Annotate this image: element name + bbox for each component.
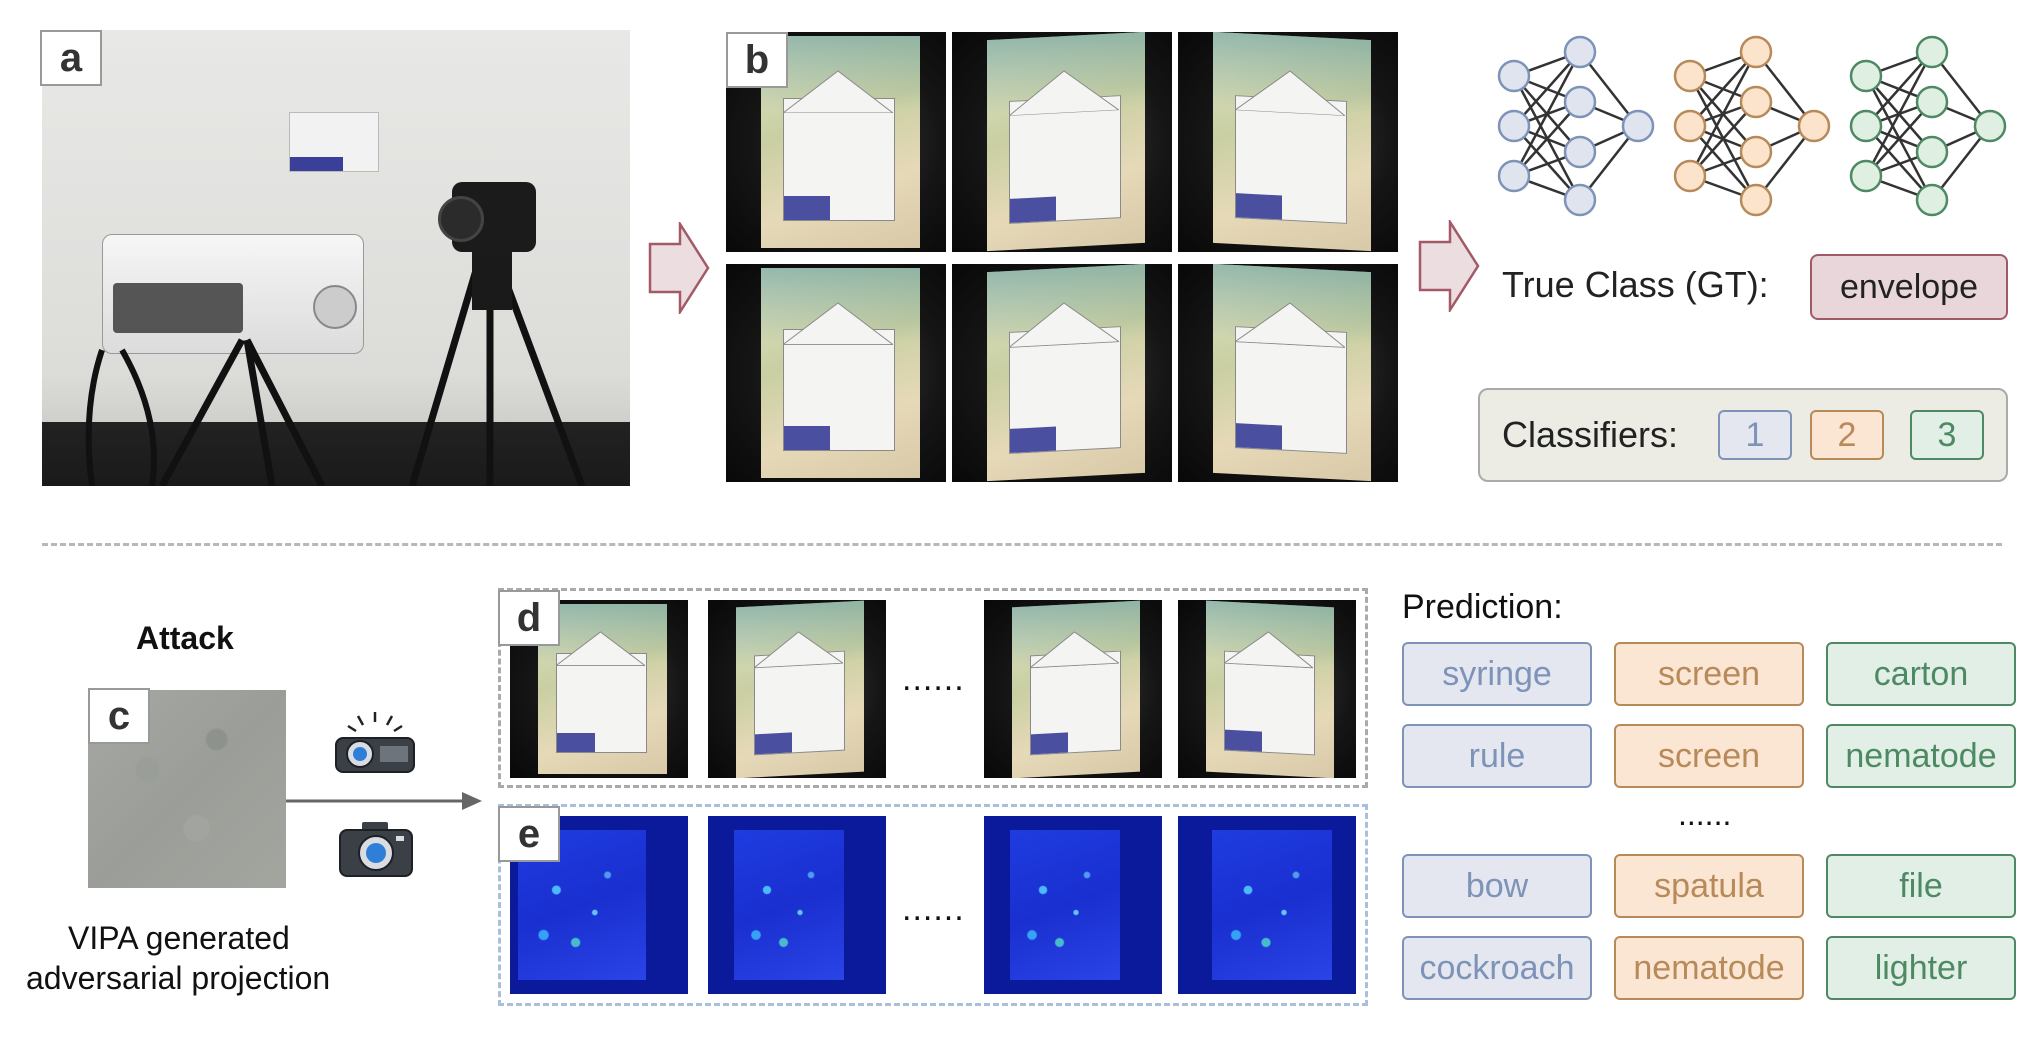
- wall-envelope: [289, 112, 379, 172]
- prediction-bottom-row-1-classifier-3: file: [1826, 854, 2016, 918]
- prediction-top-row-2-classifier-2: screen: [1614, 724, 1804, 788]
- prediction-top-row-2-classifier-1: rule: [1402, 724, 1592, 788]
- ellipsis-d: ......: [902, 660, 965, 698]
- panel-label-a: a: [40, 30, 102, 86]
- prediction-top-row-2-classifier-3: nematode: [1826, 724, 2016, 788]
- classifier-networks: [1497, 35, 2007, 217]
- heatmap-frame-2: [708, 816, 886, 994]
- prediction-bottom-row-1-classifier-1: bow: [1402, 854, 1592, 918]
- section-divider: [42, 543, 2002, 546]
- attack-caption-line2: adversarial projection: [26, 960, 331, 996]
- arrow-b-to-classifiers: [1418, 220, 1480, 312]
- heatmap-frame-4: [1178, 816, 1356, 994]
- panel-label-d: d: [498, 590, 560, 646]
- classifiers-label: Classifiers:: [1502, 414, 1679, 455]
- true-class-label: True Class (GT):: [1502, 264, 1769, 305]
- heatmap-frame-3: [984, 816, 1162, 994]
- panel-d-frame: [498, 588, 1368, 788]
- camera-tripod: [408, 250, 586, 486]
- captured-frame-4: [726, 264, 946, 482]
- classifier-1-swatch: 1: [1718, 410, 1792, 460]
- panel-label-b: b: [726, 32, 788, 88]
- projector-tripod: [85, 338, 326, 486]
- classifier-2-network-icon: [1673, 35, 1831, 217]
- prediction-top-row-1-classifier-3: carton: [1826, 642, 2016, 706]
- captured-frame-6: [1178, 264, 1398, 482]
- ellipsis-e: ......: [902, 890, 965, 928]
- attack-title: Attack: [136, 620, 234, 656]
- classifiers-legend: Classifiers: 1 2 3: [1478, 388, 2008, 482]
- prediction-ellipsis: ......: [1678, 796, 1732, 832]
- prediction-bottom-row-1-classifier-2: spatula: [1614, 854, 1804, 918]
- attacked-frame-2: [708, 600, 886, 778]
- prediction-bottom-row-2-classifier-3: lighter: [1826, 936, 2016, 1000]
- prediction-top-row-1-classifier-2: screen: [1614, 642, 1804, 706]
- true-class-box: envelope: [1810, 254, 2008, 320]
- panel-label-e: e: [498, 806, 560, 862]
- arrow-a-to-b: [648, 222, 710, 314]
- classifier-3-network-icon: [1849, 35, 2007, 217]
- arrow-attack-to-frames: [286, 792, 482, 810]
- attacked-frame-4: [1178, 600, 1356, 778]
- projector-photo: [102, 234, 364, 354]
- setup-photo: [42, 30, 630, 486]
- prediction-label: Prediction:: [1402, 588, 1563, 626]
- panel-e-frame: [498, 804, 1368, 1006]
- captured-frame-3: [1178, 32, 1398, 252]
- camera-photo: [438, 182, 536, 252]
- attacked-frame-3: [984, 600, 1162, 778]
- prediction-bottom-row-2-classifier-1: cockroach: [1402, 936, 1592, 1000]
- projector-icon: [335, 712, 415, 773]
- prediction-top-row-1-classifier-1: syringe: [1402, 642, 1592, 706]
- attack-caption-line1: VIPA generated: [68, 920, 290, 956]
- classifier-2-swatch: 2: [1810, 410, 1884, 460]
- captured-frame-5: [952, 264, 1172, 482]
- classifier-3-swatch: 3: [1910, 410, 1984, 460]
- panel-label-c: c: [88, 688, 150, 744]
- camera-icon: [339, 822, 413, 877]
- captured-frame-2: [952, 32, 1172, 252]
- prediction-bottom-row-2-classifier-2: nematode: [1614, 936, 1804, 1000]
- classifier-1-network-icon: [1497, 35, 1655, 217]
